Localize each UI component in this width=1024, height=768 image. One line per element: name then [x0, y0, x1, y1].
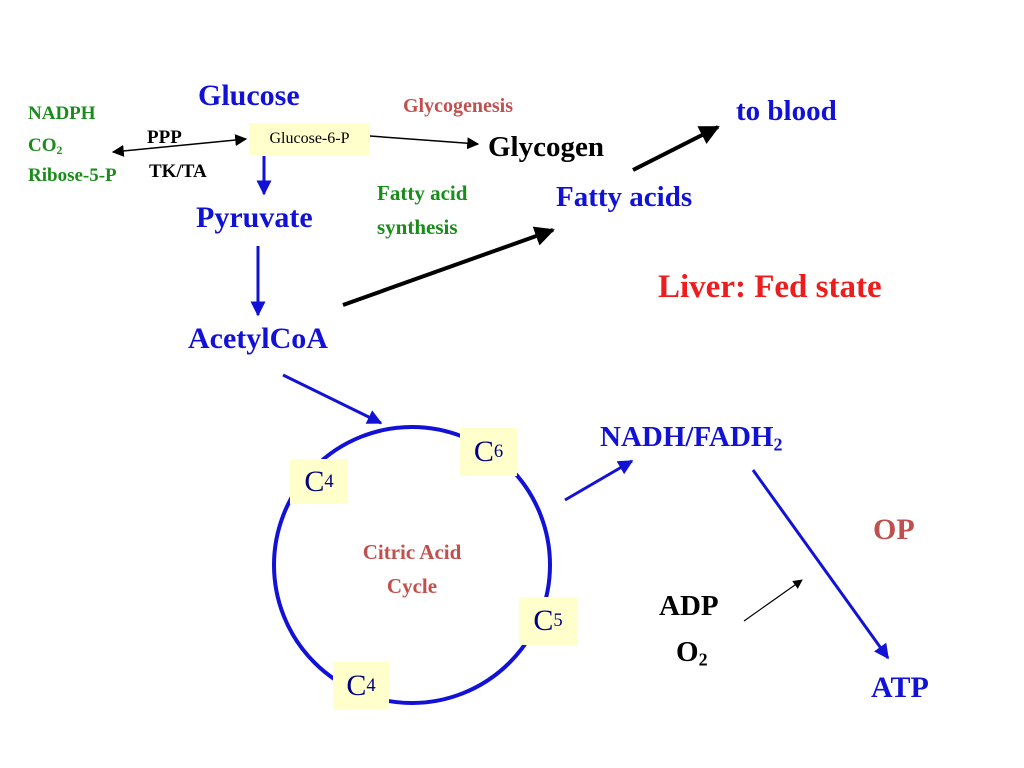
fatty-acid-synthesis-label-line2: synthesis	[377, 215, 458, 239]
acetylcoa-label: AcetylCoA	[188, 322, 328, 355]
op-label: OP	[873, 513, 915, 546]
citric-acid-cycle-label-line2: Cycle	[386, 574, 438, 598]
fatty-acid-synthesis-label-line1: Fatty acid	[377, 181, 468, 205]
tk-ta-label: TK/TA	[149, 161, 207, 182]
o2-label: O2	[676, 636, 708, 670]
adp-label: ADP	[659, 590, 719, 622]
liver-fed-state-title: Liver: Fed state	[658, 269, 882, 305]
ribose-5-p-label: Ribose-5-P	[28, 165, 117, 186]
to-blood-label: to blood	[736, 95, 837, 127]
to-blood-arrow	[632, 125, 720, 172]
citric-acid-cycle-circle	[272, 425, 552, 705]
citric-acid-cycle-label-line1: Citric Acid	[362, 540, 462, 564]
acetylcoa-to-cycle-arrow	[282, 373, 383, 425]
nadh-fadh2-label: NADH/FADH2	[600, 421, 783, 455]
fatty-acids-label: Fatty acids	[556, 181, 693, 213]
ppp-arrow	[111, 134, 248, 157]
glycogenesis-arrow	[369, 135, 480, 150]
ppp-label: PPP	[147, 127, 182, 148]
pyruvate-label: Pyruvate	[196, 201, 313, 234]
cycle-to-nadh-arrow	[564, 459, 634, 502]
atp-label: ATP	[871, 671, 929, 704]
nadph-label: NADPH	[28, 103, 96, 124]
fatty-acid-synthesis-arrow	[342, 226, 555, 307]
nadh-to-atp-arrow	[751, 469, 890, 660]
co2-label: CO2	[28, 135, 63, 157]
glycogen-label: Glycogen	[488, 131, 604, 163]
glycogenesis-label: Glycogenesis	[403, 95, 513, 117]
glucose-label: Glucose	[198, 79, 300, 112]
adp-to-op-arrow	[743, 579, 803, 622]
glucose-6-p-box: Glucose-6-P	[249, 123, 370, 155]
